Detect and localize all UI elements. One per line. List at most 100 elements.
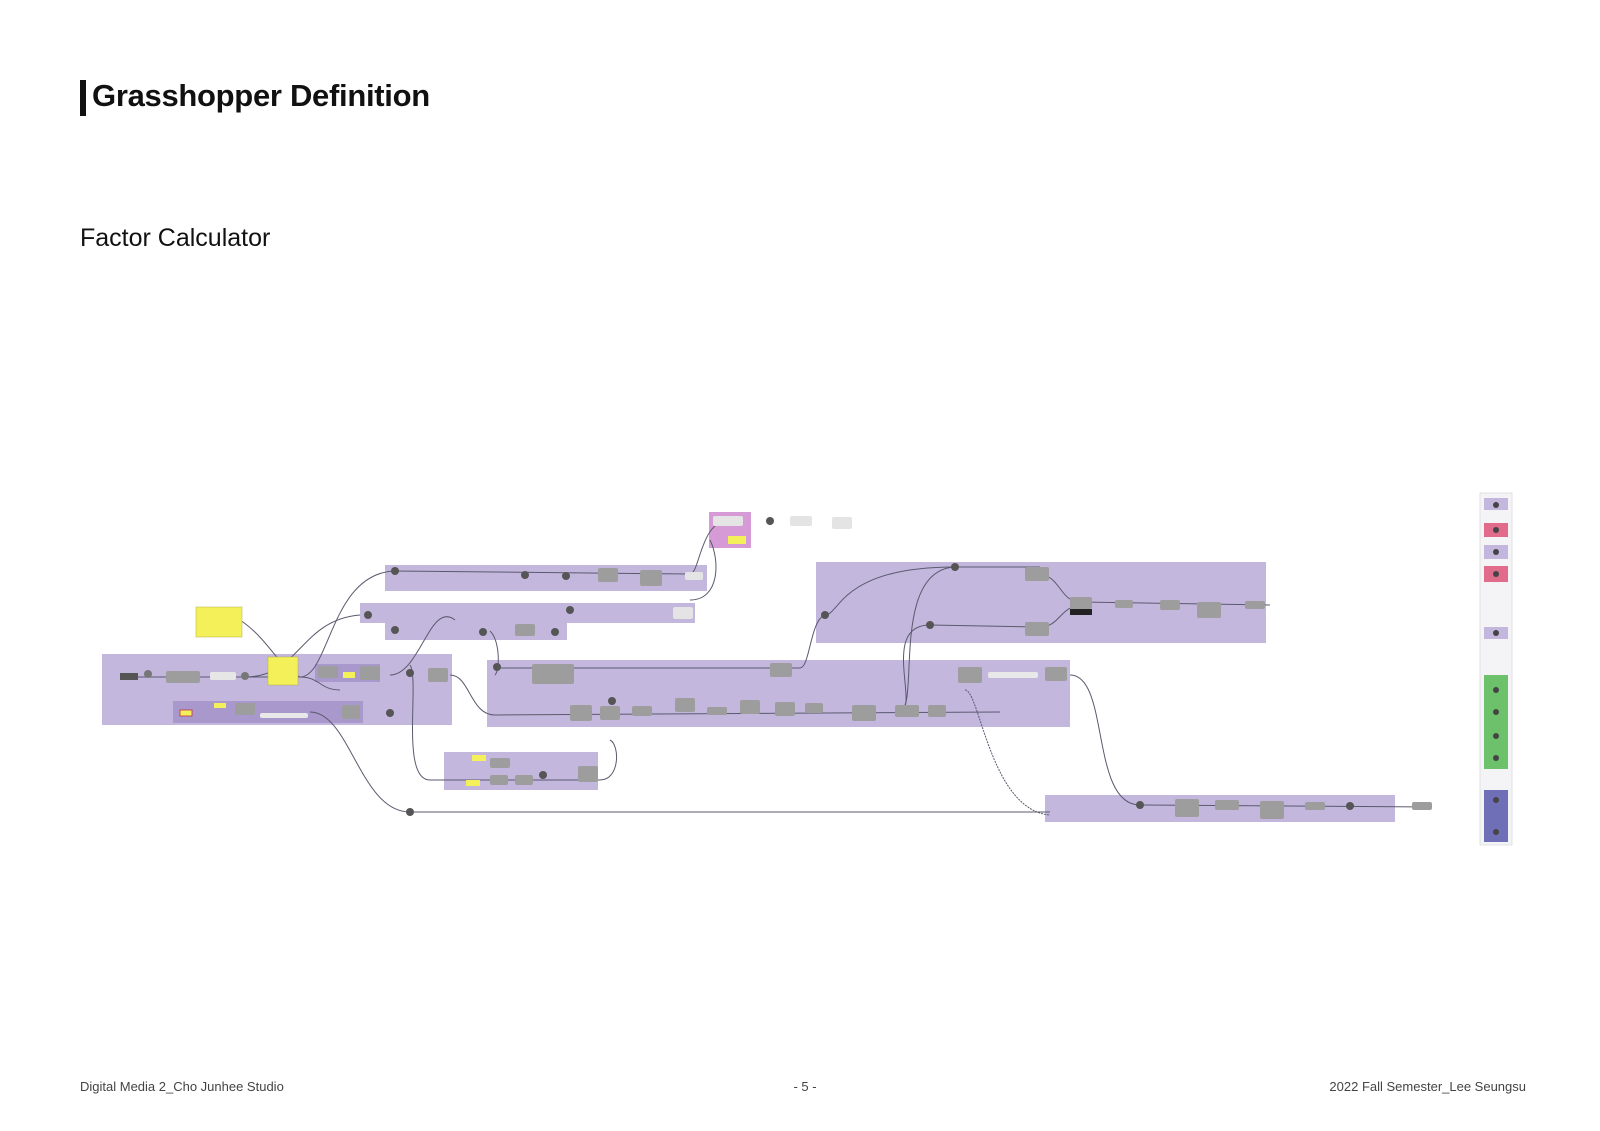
param-node [551, 628, 559, 636]
component [1160, 600, 1180, 610]
group-peak-number [360, 603, 695, 623]
component [958, 667, 982, 683]
component [675, 698, 695, 712]
component [490, 758, 510, 768]
output-nodes [1484, 498, 1508, 842]
param-node [493, 663, 501, 671]
group-peak-sub [385, 620, 567, 640]
param-node [521, 571, 529, 579]
yellow-panel [343, 672, 355, 678]
component [1215, 800, 1239, 810]
component [928, 705, 946, 717]
param-node [566, 606, 574, 614]
param-node [1136, 801, 1144, 809]
component [640, 570, 662, 586]
component [1197, 602, 1221, 618]
param-node [1493, 571, 1499, 577]
component [578, 766, 598, 782]
param-node [1493, 687, 1499, 693]
component [832, 517, 852, 529]
component [600, 706, 620, 720]
param-node [391, 626, 399, 634]
component [1045, 667, 1067, 681]
component [570, 705, 592, 721]
param-node [1493, 502, 1499, 508]
footer-author: 2022 Fall Semester_Lee Seungsu [1329, 1079, 1526, 1094]
yellow-panel [466, 780, 480, 786]
param-node [1346, 802, 1354, 810]
component [1305, 802, 1325, 810]
component [490, 775, 508, 785]
param-node [821, 611, 829, 619]
param-node [926, 621, 934, 629]
component [805, 703, 823, 713]
component [790, 516, 812, 526]
param-node [144, 670, 152, 678]
component [895, 705, 919, 717]
component [318, 666, 338, 678]
component [673, 607, 693, 619]
title-accent-bar [80, 80, 86, 116]
component [685, 572, 703, 580]
page-title: Grasshopper Definition [92, 78, 430, 113]
param-node [386, 709, 394, 717]
param-node [608, 697, 616, 705]
footer-course: Digital Media 2_Cho Junhee Studio [80, 1079, 284, 1094]
param-node [1493, 797, 1499, 803]
param-node [1493, 527, 1499, 533]
component [1412, 802, 1432, 810]
param-node [951, 563, 959, 571]
component [852, 705, 876, 721]
component [598, 568, 618, 582]
component [1175, 799, 1199, 817]
param-node [1493, 709, 1499, 715]
component [1245, 601, 1265, 609]
yellow-panel [195, 606, 243, 638]
component [360, 666, 380, 680]
section-title: Factor Calculator [80, 224, 271, 252]
param-node [539, 771, 547, 779]
toggle-input [120, 673, 138, 680]
param-node [1493, 755, 1499, 761]
param-node [479, 628, 487, 636]
component [235, 703, 255, 715]
component [1260, 801, 1284, 819]
component [1025, 622, 1049, 636]
component-layer [120, 516, 1432, 819]
yellow-panel [179, 709, 193, 717]
yellow-panel [214, 703, 226, 708]
param-node [241, 672, 249, 680]
component [707, 707, 727, 715]
component [1115, 600, 1133, 608]
component [713, 516, 743, 526]
param-node [562, 572, 570, 580]
component [532, 664, 574, 684]
component [210, 672, 236, 680]
param-node [1493, 733, 1499, 739]
component [428, 668, 448, 682]
param-node [391, 567, 399, 575]
param-node [1493, 549, 1499, 555]
footer-page-number: - 5 - [793, 1079, 817, 1094]
component [1070, 609, 1092, 615]
param-node [1493, 829, 1499, 835]
component [515, 624, 535, 636]
component [1070, 597, 1092, 609]
component [775, 702, 795, 716]
yellow-panel [728, 536, 746, 544]
component [515, 775, 533, 785]
yellow-panel [472, 755, 486, 761]
param-node [1493, 630, 1499, 636]
param-node [406, 669, 414, 677]
component [1025, 567, 1049, 581]
component [740, 700, 760, 714]
group-input-inner [173, 701, 363, 723]
yellow-panel [267, 656, 299, 686]
param-node [364, 611, 372, 619]
slider [260, 713, 308, 718]
component [770, 663, 792, 677]
slider [988, 672, 1038, 678]
component [342, 705, 360, 719]
param-node [406, 808, 414, 816]
